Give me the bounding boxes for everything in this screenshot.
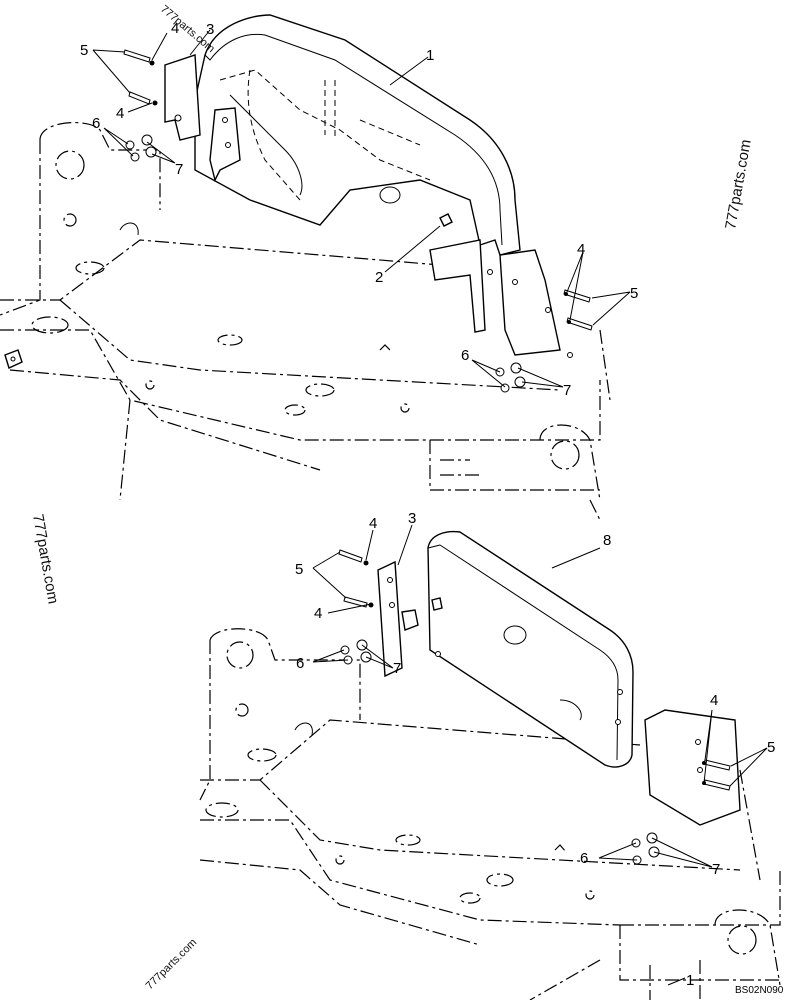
callout-top-4c: 4: [577, 241, 585, 258]
bottom-guard: [377, 530, 741, 826]
callout-bottom-4c: 4: [710, 692, 718, 709]
callout-top-7b: 7: [563, 382, 571, 399]
callout-top-6a: 6: [92, 115, 100, 132]
callout-top-1: 1: [426, 47, 434, 64]
callout-bottom-6a: 6: [296, 655, 304, 672]
bottom-frame: [199, 628, 781, 1000]
callout-bottom-3: 3: [408, 510, 416, 527]
callout-bottom-8: 8: [603, 532, 611, 549]
callout-bottom-5a: 5: [295, 561, 303, 578]
top-frame: [0, 121, 611, 521]
callout-top-6b: 6: [461, 347, 469, 364]
callout-top-5a: 5: [80, 42, 88, 59]
callout-bottom-1: 1: [686, 972, 694, 989]
callout-top-5b: 5: [630, 285, 638, 302]
watermark-bottom: 777parts.com: [144, 937, 200, 993]
bottom-leaders: [312, 524, 768, 986]
watermark-left: 777parts.com: [29, 513, 62, 605]
watermark-right: 777parts.com: [722, 138, 755, 230]
drawing-code: BS02N090: [735, 985, 784, 996]
callout-top-3: 3: [206, 21, 214, 38]
callout-top-7a: 7: [175, 161, 183, 178]
callout-top-2: 2: [375, 269, 383, 286]
callout-top-4a: 4: [171, 20, 179, 37]
callout-bottom-5b: 5: [767, 739, 775, 756]
top-hardware: [123, 49, 593, 393]
callout-bottom-4a: 4: [369, 515, 377, 532]
callout-bottom-4b: 4: [314, 605, 322, 622]
top-guard: [164, 14, 573, 358]
callout-bottom-6b: 6: [580, 850, 588, 867]
callout-bottom-7a: 7: [393, 660, 401, 677]
top-leaders: [92, 29, 631, 388]
callout-bottom-7b: 7: [712, 861, 720, 878]
callout-top-4b: 4: [116, 105, 124, 122]
